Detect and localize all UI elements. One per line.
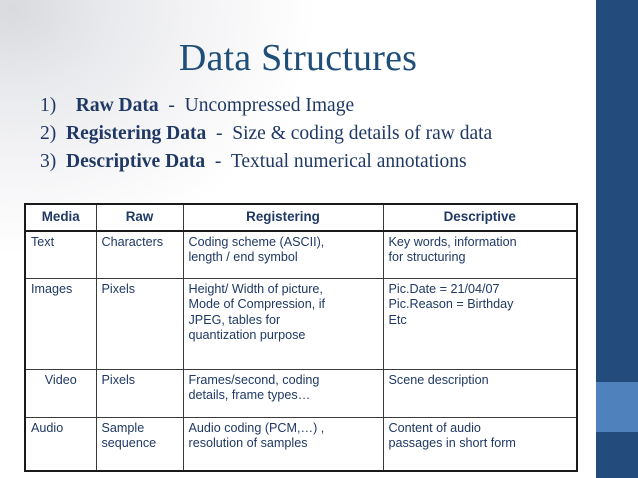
column-header-descriptive: Descriptive (382, 203, 578, 232)
cell-line: Etc (388, 312, 407, 327)
list-item-dash: - (163, 95, 175, 116)
list-item-description: Size & coding details of raw data (227, 123, 493, 144)
column-header-raw: Raw (95, 203, 184, 232)
cell-registering: Coding scheme (ASCII), length / end symb… (182, 230, 384, 279)
cell-registering: Audio coding (PCM,…) , resolution of sam… (182, 416, 384, 471)
cell-raw: Pixels (95, 277, 184, 370)
cell-descriptive: Key words, information for structuring (382, 230, 578, 279)
cell-media: Video (24, 368, 97, 418)
cell-line: Audio coding (PCM,…) , (188, 420, 325, 435)
cell-line: Scene description (388, 372, 489, 387)
cell-line: Pic.Date = 21/04/07 (388, 281, 500, 296)
cell-registering: Height/ Width of picture, Mode of Compre… (182, 277, 384, 370)
cell-line: Pic.Reason = Birthday (388, 297, 514, 311)
cell-media: Images (24, 277, 97, 370)
cell-line: resolution of samples (188, 436, 308, 450)
cell-line: details, frame types… (188, 388, 311, 402)
cell-line: Coding scheme (ASCII), (188, 234, 325, 249)
cell-line: Sample (101, 420, 145, 435)
list-item-number: 3) (40, 151, 57, 172)
cell-raw: Characters (95, 230, 184, 279)
cell-descriptive: Scene description (382, 368, 578, 418)
cell-line: for structuring (388, 250, 466, 264)
list-item: 3) Descriptive Data - Textual numerical … (40, 148, 585, 176)
cell-registering: Frames/second, coding details, frame typ… (182, 368, 384, 418)
cell-line: Characters (101, 234, 164, 249)
cell-line: passages in short form (388, 436, 516, 450)
data-structures-table-wrapper: Media Raw Registering Descriptive Text C… (24, 203, 578, 472)
table-row: Text Characters Coding scheme (ASCII), l… (24, 230, 578, 279)
list-item-dash: - (210, 151, 222, 172)
table-header-row: Media Raw Registering Descriptive (24, 203, 578, 232)
cell-line: JPEG, tables for (188, 312, 281, 327)
list-item-description: Textual numerical annotations (226, 151, 467, 172)
table-row: Audio Sample sequence Audio coding (PCM,… (24, 416, 578, 471)
cell-line: Frames/second, coding (188, 372, 320, 387)
cell-descriptive: Content of audio passages in short form (382, 416, 578, 471)
cell-line: Height/ Width of picture, (188, 281, 323, 296)
list-item: 2) Registering Data - Size & coding deta… (40, 120, 585, 148)
cell-line: length / end symbol (188, 250, 298, 264)
cell-line: Pixels (101, 281, 136, 296)
table-row: Images Pixels Height/ Width of picture, … (24, 277, 578, 370)
right-rail-navy-top (596, 0, 638, 382)
list-item-term: Raw Data (70, 95, 159, 116)
column-header-media: Media (24, 203, 97, 232)
cell-line: Key words, information (388, 234, 517, 249)
cell-descriptive: Pic.Date = 21/04/07 Pic.Reason = Birthda… (382, 277, 578, 370)
numbered-list: 1) Raw Data - Uncompressed Image 2) Regi… (40, 92, 585, 176)
list-item-number: 2) (40, 123, 57, 144)
list-item-term: Registering Data (61, 123, 207, 144)
list-item: 1) Raw Data - Uncompressed Image (40, 92, 585, 120)
cell-raw: Pixels (95, 368, 184, 418)
right-rail-light-blue (596, 382, 638, 432)
list-item-number: 1) (40, 95, 57, 116)
cell-line: sequence (101, 436, 157, 450)
cell-line: quantization purpose (188, 328, 306, 342)
list-item-term: Descriptive Data (61, 151, 206, 172)
cell-media: Text (24, 230, 97, 279)
cell-media: Audio (24, 416, 97, 471)
list-item-description: Uncompressed Image (179, 95, 355, 116)
slide-title: Data Structures (178, 37, 418, 79)
list-item-dash: - (211, 123, 223, 144)
cell-raw: Sample sequence (95, 416, 184, 471)
table-row: Video Pixels Frames/second, coding detai… (24, 368, 578, 418)
data-structures-table: Media Raw Registering Descriptive Text C… (24, 203, 578, 472)
cell-line: Mode of Compression, if (188, 297, 326, 311)
cell-line: Content of audio (388, 420, 481, 435)
cell-line: Pixels (101, 372, 136, 387)
column-header-registering: Registering (182, 203, 384, 232)
right-rail-navy-bottom (596, 432, 638, 478)
